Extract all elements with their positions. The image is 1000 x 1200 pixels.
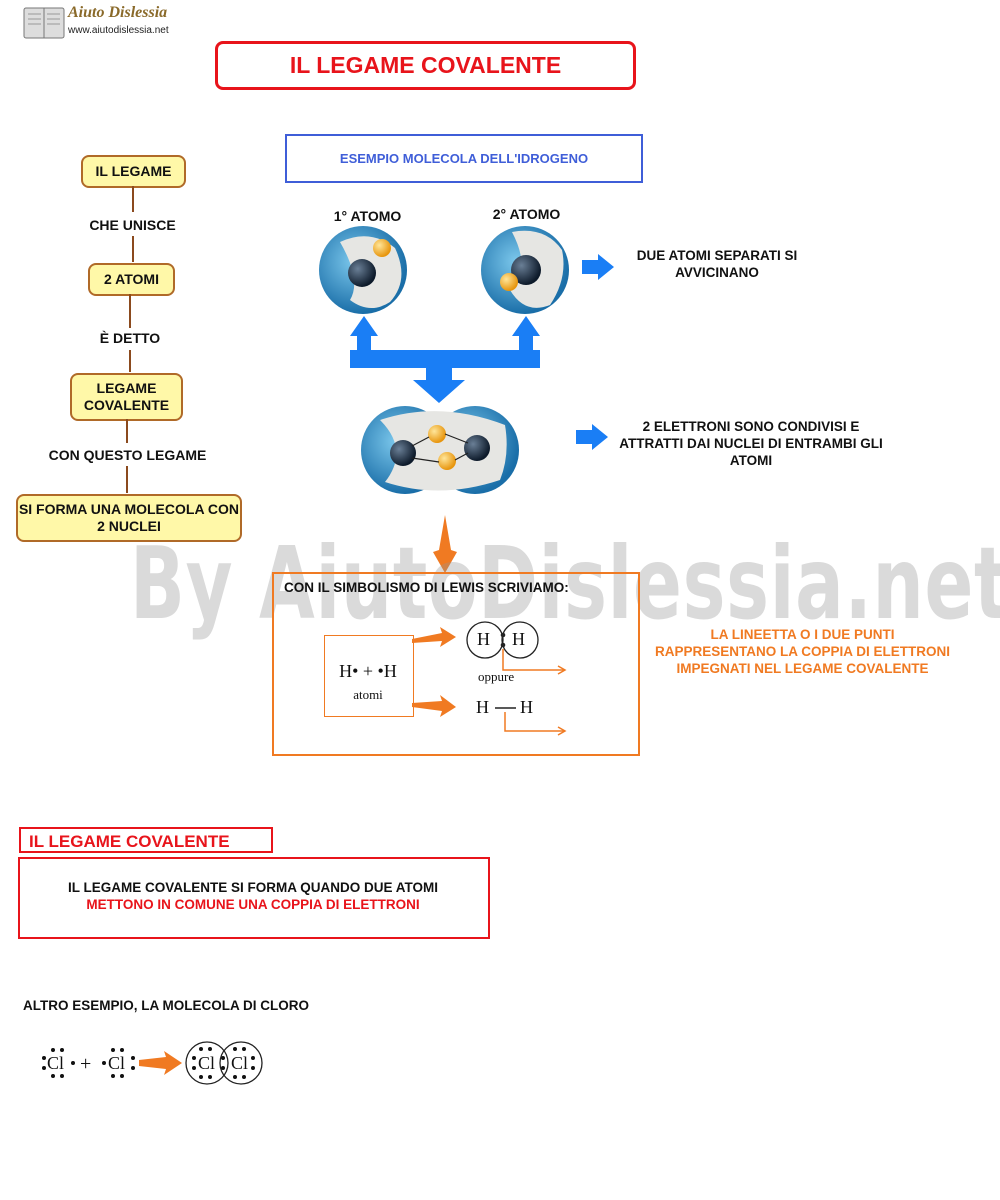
logo-url: www.aiutodislessia.net (68, 25, 169, 36)
chlorine-plus: + (80, 1053, 92, 1075)
blue-arrow-icon (576, 424, 608, 450)
node-molecola-2-nuclei: SI FORMA UNA MOLECOLA CON 2 NUCLEI (16, 494, 242, 542)
orange-arrow-icon (433, 515, 457, 573)
watermark: By AiutoDislessia.net (130, 525, 1000, 642)
connector-line (129, 350, 131, 372)
lewis-box (272, 572, 640, 756)
h2-molecule (361, 406, 519, 494)
chlorine-atom-2: Cl (108, 1053, 126, 1073)
reactants-formula: H• + •H (339, 661, 397, 681)
merge-arrows (350, 316, 540, 403)
oppure-label: oppure (478, 669, 515, 684)
connector-con-questo-legame: CON QUESTO LEGAME (48, 447, 207, 463)
lewis-heading: CON IL SIMBOLISMO DI LEWIS SCRIVIAMO: (284, 580, 569, 595)
shared-pair-h-left: H (477, 629, 490, 649)
atom-2-label: 2° ATOMO (492, 206, 561, 222)
atom-1 (319, 226, 407, 314)
single-bond-h-right: H (520, 697, 533, 717)
logo: Aiuto Dislessia www.aiutodislessia.net (22, 4, 182, 40)
connector-line (132, 186, 134, 212)
definition-line-2: METTONO IN COMUNE UNA COPPIA DI ELETTRON… (86, 897, 420, 912)
chlorine-molecule-right: Cl (231, 1053, 249, 1073)
blue-arrow-icon (582, 254, 614, 280)
connector-line (132, 236, 134, 262)
node-legame-covalente: LEGAME COVALENTE (70, 373, 183, 421)
definition-box (18, 857, 490, 939)
caption-shared-electrons: 2 ELETTRONI SONO CONDIVISI E ATTRATTI DA… (619, 419, 883, 468)
chlorine-heading: ALTRO ESEMPIO, LA MOLECOLA DI CLORO (23, 998, 309, 1013)
hydrogen-diagram (319, 226, 569, 494)
page-title: IL LEGAME COVALENTE (215, 41, 636, 90)
logo-name: Aiuto Dislessia (68, 4, 168, 21)
definition-heading: IL LEGAME COVALENTE (19, 827, 273, 853)
single-bond-h-left: H (476, 697, 489, 717)
chlorine-lewis-diagram (42, 1041, 263, 1085)
example-title-box: ESEMPIO MOLECOLA DELL'IDROGENO (285, 134, 643, 183)
connector-line (129, 294, 131, 328)
node-2-atomi: 2 ATOMI (88, 263, 175, 296)
connector-e-detto: È DETTO (99, 330, 161, 346)
reactants-label: atomi (353, 687, 383, 702)
lewis-arrows (412, 621, 567, 736)
connector-line (126, 466, 128, 493)
reactants-box (324, 635, 414, 717)
shared-pair-h-right: H (512, 629, 525, 649)
node-il-legame: IL LEGAME (81, 155, 186, 188)
definition-line-1: IL LEGAME COVALENTE SI FORMA QUANDO DUE … (67, 880, 438, 895)
connector-line (126, 419, 128, 443)
atom-2 (481, 226, 569, 314)
lewis-note: LA LINEETTA O I DUE PUNTI RAPPRESENTANO … (654, 627, 951, 676)
chlorine-molecule-left: Cl (198, 1053, 216, 1073)
chlorine-atom-1: Cl (47, 1053, 65, 1073)
atom-1-label: 1° ATOMO (333, 208, 402, 224)
book-logo-icon (23, 7, 65, 39)
connector-che-unisce: CHE UNISCE (89, 217, 176, 233)
caption-atoms-approach: DUE ATOMI SEPARATI SI AVVICINANO (636, 248, 798, 280)
